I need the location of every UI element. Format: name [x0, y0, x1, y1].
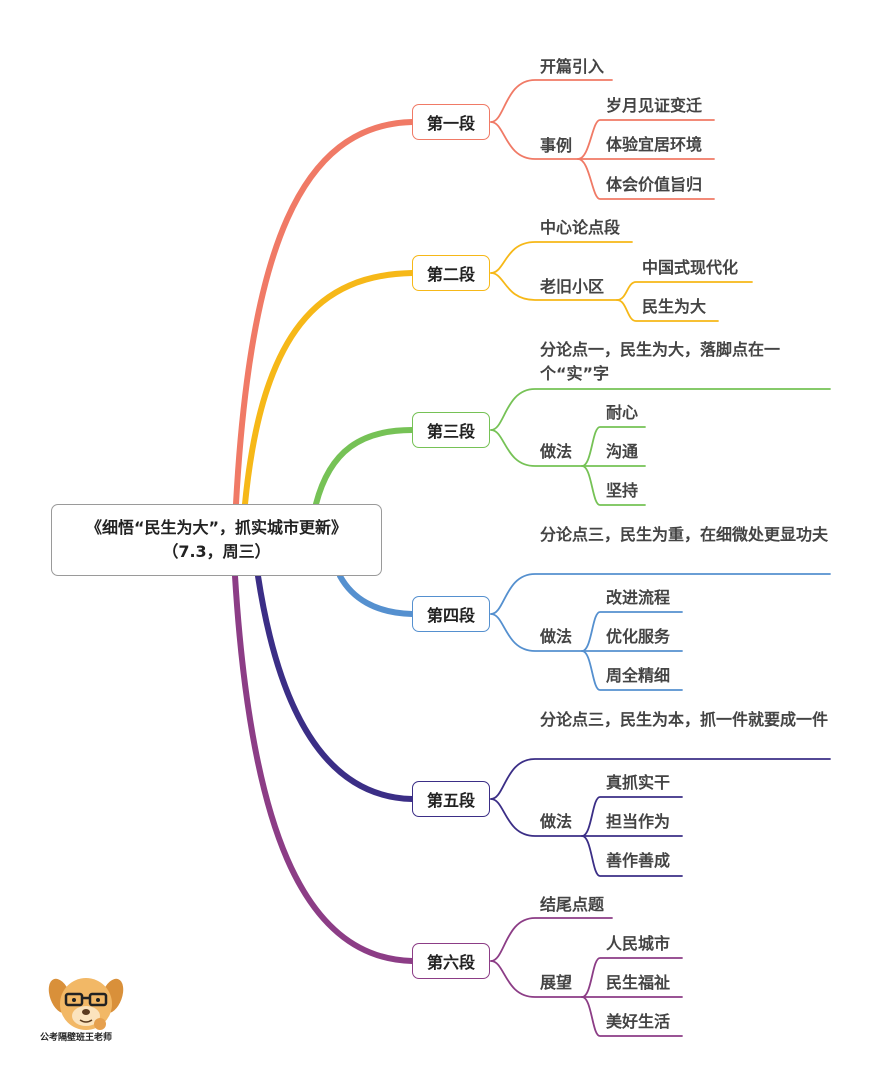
section-2-topic: 中心论点段	[540, 218, 621, 237]
logo-caption: 公考隔壁班王老师	[40, 1033, 113, 1043]
root-subtitle: （7.3，周三）	[162, 542, 271, 561]
section-4-item-3: 周全精细	[606, 666, 671, 685]
section-5-item-2: 担当作为	[606, 812, 671, 831]
section-3-group: 做法	[540, 442, 573, 461]
section-1-item-1: 岁月见证变迁	[606, 96, 703, 115]
branch-line-3	[313, 427, 415, 507]
root-title: 《细悟“民生为大”，抓实城市更新》	[85, 518, 348, 537]
section-2-group: 老旧小区	[540, 277, 605, 296]
section-6-item-2: 民生福祉	[606, 973, 671, 992]
section-node-3[interactable]: 第三段	[412, 412, 490, 448]
section-6-group: 展望	[540, 973, 573, 992]
branch-line-6	[232, 573, 415, 964]
section-6-item-3: 美好生活	[606, 1012, 671, 1031]
section-1-topic: 开篇引入	[540, 57, 605, 76]
section-3-topic: 分论点一，民生为大，落脚点在一个“实”字	[540, 340, 781, 383]
section-5-group: 做法	[540, 812, 573, 831]
branch-line-2	[242, 270, 415, 507]
root-topic[interactable]: 《细悟“民生为大”，抓实城市更新》 （7.3，周三）	[51, 504, 382, 576]
section-1-group: 事例	[540, 136, 573, 155]
branch-line-4	[337, 573, 415, 617]
section-5-item-3: 善作善成	[606, 851, 671, 870]
section-4-topic: 分论点三，民生为重，在细微处更显功夫	[540, 525, 829, 544]
section-node-1[interactable]: 第一段	[412, 104, 490, 140]
section-4-item-1: 改进流程	[606, 588, 671, 607]
section-6-item-1: 人民城市	[606, 934, 671, 953]
branch-line-5	[255, 573, 415, 802]
section-3-item-1: 耐心	[606, 403, 639, 422]
section-6-topic: 结尾点题	[540, 895, 605, 914]
section-5-topic: 分论点三，民生为本，抓一件就要成一件	[540, 710, 829, 729]
section-node-5[interactable]: 第五段	[412, 781, 490, 817]
section-2-item-2: 民生为大	[642, 297, 707, 316]
section-1-item-2: 体验宜居环境	[606, 135, 703, 154]
section-5-item-1: 真抓实干	[606, 773, 671, 792]
section-3-item-3: 坚持	[606, 481, 639, 500]
branch-line-1	[233, 119, 415, 507]
section-2-item-1: 中国式现代化	[642, 258, 739, 277]
dog-with-glasses-icon	[48, 978, 124, 1030]
section-node-2[interactable]: 第二段	[412, 255, 490, 291]
section-4-item-2: 优化服务	[606, 627, 671, 646]
section-3-item-2: 沟通	[606, 442, 639, 461]
section-node-6[interactable]: 第六段	[412, 943, 490, 979]
section-4-group: 做法	[540, 627, 573, 646]
section-1-item-3: 体会价值旨归	[606, 175, 703, 194]
section-node-4[interactable]: 第四段	[412, 596, 490, 632]
